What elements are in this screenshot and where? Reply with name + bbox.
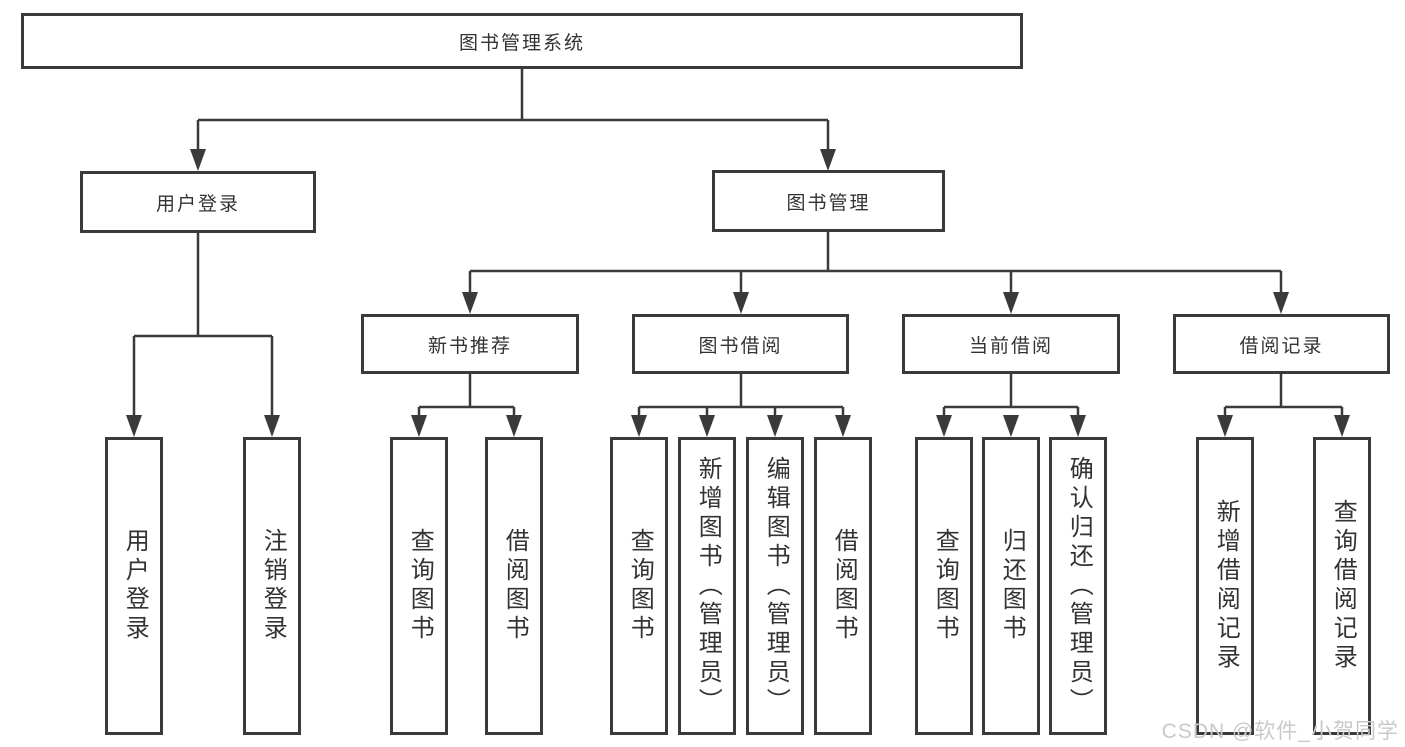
node-leaf-borrow-books-borrowing: 借阅图书 [814,437,872,735]
node-leaf-query-books-borrowing: 查询图书 [610,437,668,735]
csdn-watermark: CSDN @软件_小贺同学 [1161,720,1399,743]
node-book-management-label: 图书管理 [786,192,871,214]
node-leaf-add-book-admin: 新增图书（管理员） [678,437,736,735]
node-new-book-recommend-label: 新书推荐 [427,335,512,357]
node-user-login-label: 用户登录 [155,193,240,215]
node-book-management: 图书管理 [712,170,945,232]
node-leaf-query-books-recommend: 查询图书 [390,437,448,735]
node-leaf-query-borrow-record: 查询借阅记录 [1313,437,1371,735]
node-root-label: 图书管理系统 [458,32,585,54]
node-leaf-query-books-current: 查询图书 [915,437,973,735]
node-leaf-logout: 注销登录 [243,437,301,735]
node-borrowing-records-label: 借阅记录 [1239,335,1324,357]
node-borrowing-records: 借阅记录 [1173,314,1390,374]
node-book-borrowing-label: 图书借阅 [698,335,783,357]
node-book-borrowing: 图书借阅 [632,314,849,374]
node-current-borrowing-label: 当前借阅 [968,335,1053,357]
arrowheads [126,149,1350,437]
node-leaf-return-books: 归还图书 [982,437,1040,735]
node-leaf-borrow-books-recommend: 借阅图书 [485,437,543,735]
node-leaf-confirm-return-admin: 确认归还（管理员） [1049,437,1107,735]
node-current-borrowing: 当前借阅 [902,314,1120,374]
node-leaf-edit-book-admin: 编辑图书（管理员） [746,437,804,735]
node-leaf-user-login: 用户登录 [105,437,163,735]
node-new-book-recommend: 新书推荐 [361,314,579,374]
node-root: 图书管理系统 [21,13,1023,69]
node-leaf-add-borrow-record: 新增借阅记录 [1196,437,1254,735]
node-user-login: 用户登录 [80,171,316,233]
